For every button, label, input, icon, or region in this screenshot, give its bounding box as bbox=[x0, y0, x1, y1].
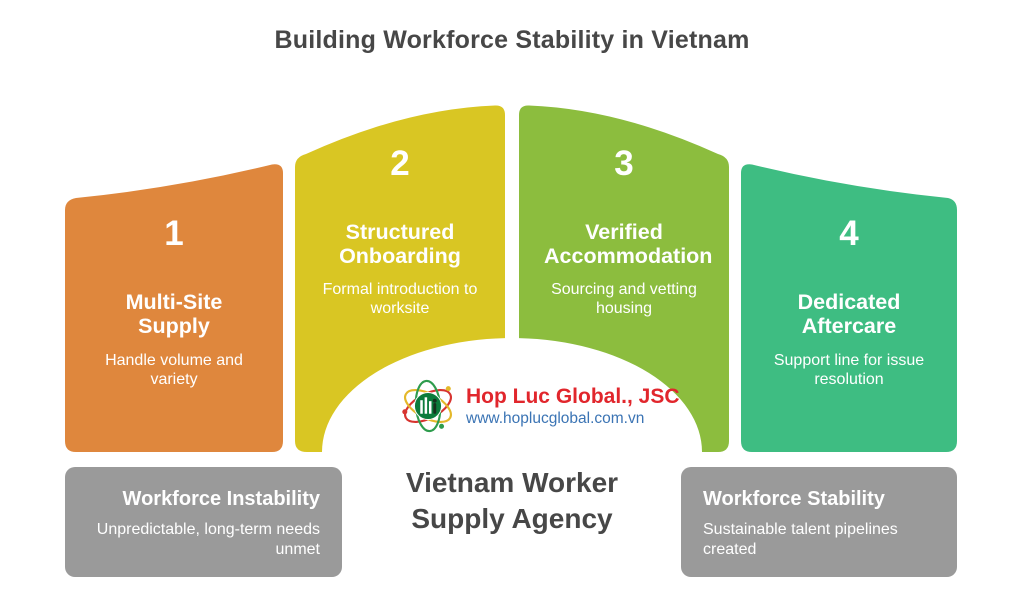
step-1-description: Handle volume and variety bbox=[105, 352, 243, 388]
step-4-title: Dedicated Aftercare bbox=[797, 290, 901, 338]
logo-text: Hop Luc Global., JSC www.hoplucglobal.co… bbox=[466, 384, 680, 429]
after-box-workforce-stability: Workforce Stability Sustainable talent p… bbox=[681, 467, 957, 577]
before-box-workforce-instability: Workforce Instability Unpredictable, lon… bbox=[65, 467, 342, 577]
company-logo: Hop Luc Global., JSC www.hoplucglobal.co… bbox=[399, 377, 680, 435]
page-title: Building Workforce Stability in Vietnam bbox=[274, 26, 750, 54]
before-box-description: Unpredictable, long-term needs unmet bbox=[96, 521, 320, 558]
before-box-title: Workforce Instability bbox=[122, 488, 320, 510]
after-box-description: Sustainable talent pipelines created bbox=[703, 521, 898, 558]
atom-logo-icon bbox=[402, 379, 452, 433]
step-3-description: Sourcing and vetting housing bbox=[551, 281, 697, 317]
step-4-shape bbox=[741, 164, 957, 452]
step-2-shape bbox=[295, 105, 505, 452]
step-3-number: 3 bbox=[614, 144, 634, 183]
logo-website-link[interactable]: www.hoplucglobal.com.vn bbox=[466, 409, 645, 427]
after-box-title: Workforce Stability bbox=[703, 488, 885, 510]
step-1-shape bbox=[65, 164, 283, 452]
step-4-number: 4 bbox=[839, 214, 859, 253]
logo-company-name: Hop Luc Global., JSC bbox=[466, 384, 680, 408]
step-3-title: Verified Accommodation bbox=[544, 220, 713, 268]
step-4-description: Support line for issue resolution bbox=[773, 352, 925, 388]
step-3-shape bbox=[519, 105, 729, 452]
step-2-description: Formal introduction to worksite bbox=[322, 281, 478, 317]
step-2-number: 2 bbox=[390, 144, 410, 183]
step-1-title: Multi-Site Supply bbox=[125, 290, 223, 338]
step-2-title: Structured Onboarding bbox=[339, 220, 461, 268]
step-1-number: 1 bbox=[164, 214, 184, 253]
center-label: Vietnam Worker Supply Agency bbox=[405, 467, 619, 534]
